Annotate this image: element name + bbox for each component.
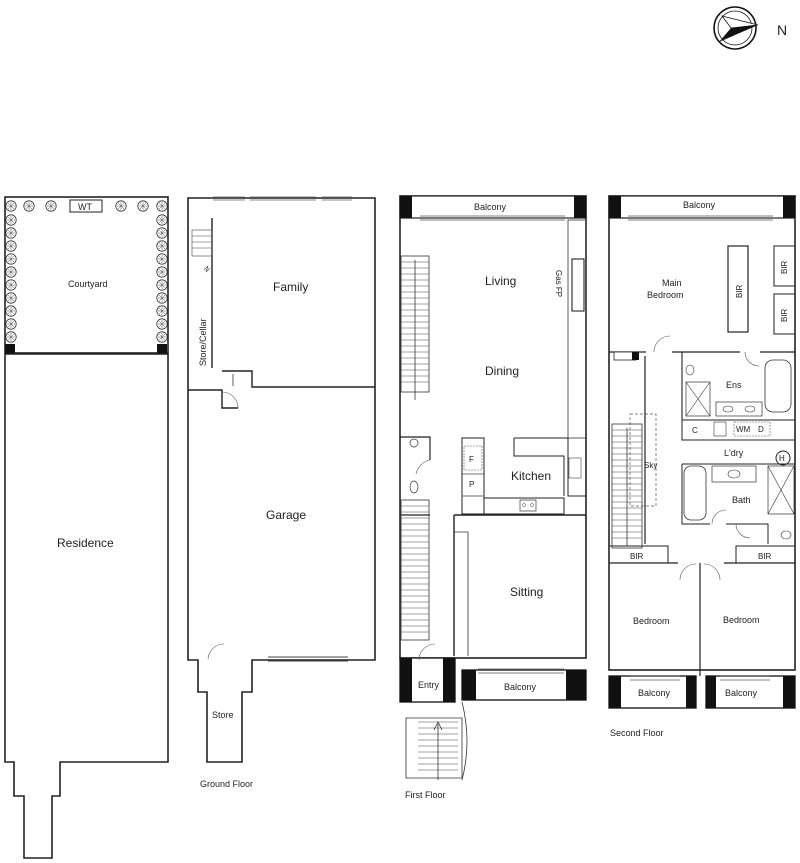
water-tank-label: WT [78,202,92,212]
dryer-label: D [758,425,764,434]
first-floor: Balcony Gas FP Living Dining F P Kitchen [399,195,587,800]
living-label: Living [485,274,516,288]
washing-machine-label: WM [736,425,751,434]
bath-label: Bath [732,495,751,505]
ensuite-label: Ens [726,380,742,390]
bir-mid-label: BIR [758,552,772,561]
gas-fireplace-label: Gas FP [554,270,563,297]
first-balcony-top-label: Balcony [474,202,507,212]
main-bedroom-label-2: Bedroom [647,290,684,300]
cooktop-icon [519,499,537,512]
hot-water-icon [775,450,791,466]
laundry-label: L'dry [724,448,744,458]
bir-right-label-2: BIR [780,308,789,322]
second-balcony-top-label: Balcony [683,200,716,210]
ground-floor-garage: Store/Cellar Family Garage Store Ground … [187,196,376,789]
first-floor-title: First Floor [405,790,446,800]
fridge-label: F [469,455,474,464]
second-floor: Balcony Main Bedroom BIR BIR BIR Ens C W… [608,195,796,738]
store-cellar-label: Store/Cellar [198,318,208,366]
bedroom-right-label: Bedroom [723,615,760,625]
first-balcony-bottom-label: Balcony [504,682,537,692]
main-bedroom-label-1: Main [662,278,682,288]
garage-label: Garage [266,508,306,522]
residence-area [4,353,169,859]
skylight-label: Sky [644,461,657,470]
bir-left-label: BIR [630,552,644,561]
balcony-right-label: Balcony [725,688,758,698]
kitchen-label: Kitchen [511,469,551,483]
compass: N [713,6,787,50]
store-label: Store [212,710,234,720]
sitting-label: Sitting [510,585,543,599]
compass-north-label: N [777,22,787,38]
main-bir-island-label: BIR [735,284,744,298]
ground-floor-title: Ground Floor [200,779,253,789]
water-tank [69,199,103,213]
dining-label: Dining [485,364,519,378]
pantry-label: P [469,480,474,489]
courtyard-area [4,196,169,354]
second-floor-title: Second Floor [610,728,664,738]
residence-label: Residence [57,536,114,550]
entry-label: Entry [418,680,440,690]
cupboard-label: C [692,426,698,435]
family-label: Family [273,280,308,294]
ground-floor-residence: WT Courtyard Residence [4,196,169,859]
hot-water-label: H [779,454,785,463]
bir-right-label-1: BIR [780,260,789,274]
bedroom-left-label: Bedroom [633,616,670,626]
balcony-left-label: Balcony [638,688,671,698]
courtyard-label: Courtyard [68,279,108,289]
